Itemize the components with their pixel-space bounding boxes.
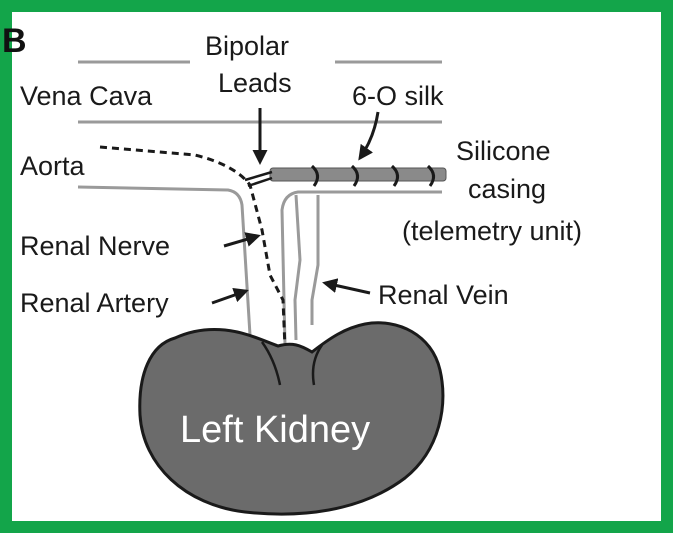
silk-arrow [360,112,378,158]
aorta-label: Aorta [20,151,86,181]
left-kidney-label: Left Kidney [180,409,370,451]
aorta-vessel [78,187,442,345]
label-arrows [212,108,378,303]
renal-vein-label: Renal Vein [378,280,509,310]
panel-label: B [2,22,27,60]
vena-cava-label: Vena Cava [20,81,153,111]
silicone-label: Silicone [456,136,551,166]
renal-nerve-label: Renal Nerve [20,231,170,261]
renal-artery-arrow [212,291,246,303]
silk-label: 6-O silk [352,81,444,111]
renal-nerve-arrow [224,236,258,246]
renal-vein-vessel [295,195,318,340]
leads-label: Leads [218,68,292,98]
casing-label: casing [468,174,546,204]
renal-artery-label: Renal Artery [20,288,169,318]
bipolar-label: Bipolar [205,31,289,61]
telemetry-label: (telemetry unit) [402,216,582,246]
renal-vein-arrow [325,283,370,293]
